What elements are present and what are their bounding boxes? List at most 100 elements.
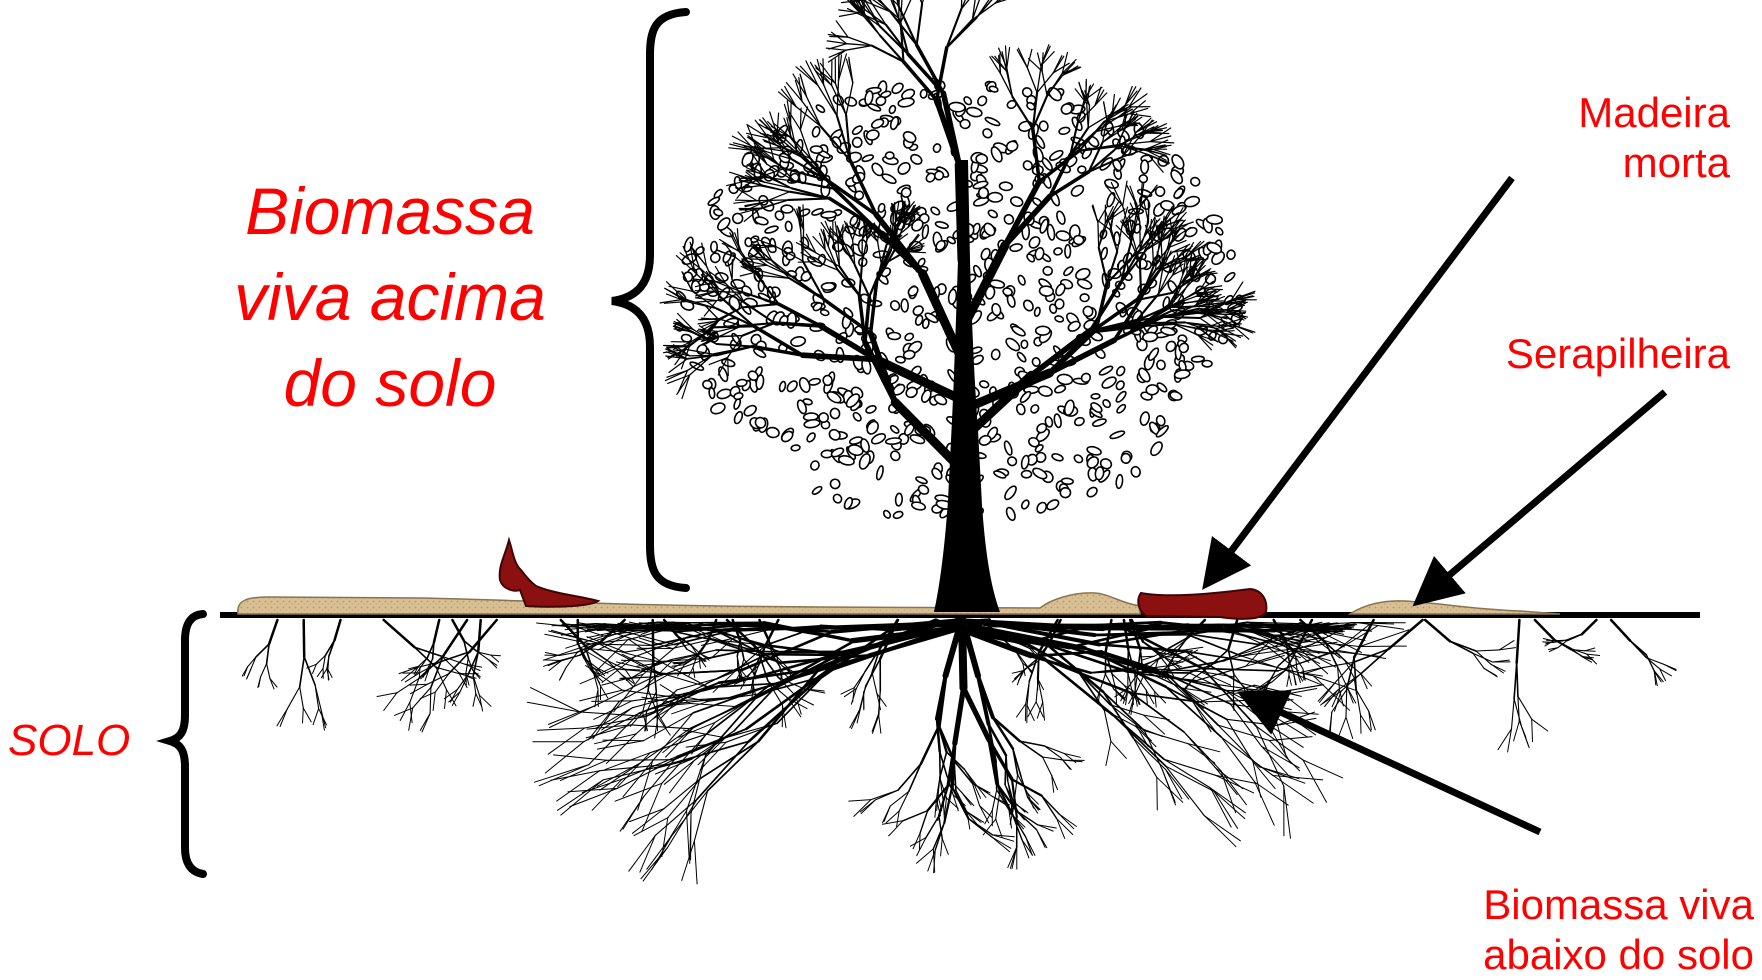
leaf-mark bbox=[791, 445, 800, 452]
leaf-mark bbox=[851, 124, 863, 135]
root-mark bbox=[1137, 650, 1140, 674]
root-mark bbox=[1057, 819, 1065, 839]
leaf-mark bbox=[885, 152, 894, 159]
leaf-mark bbox=[711, 241, 718, 252]
leaf-mark bbox=[821, 283, 835, 291]
leaf-mark bbox=[897, 97, 914, 108]
root-mark bbox=[430, 687, 431, 713]
root-mark bbox=[967, 812, 984, 823]
leaf-mark bbox=[1034, 307, 1041, 317]
root-mark bbox=[1157, 777, 1183, 802]
leaf-mark bbox=[1037, 385, 1053, 398]
leaf-mark bbox=[976, 95, 988, 108]
branch-mark bbox=[830, 37, 848, 38]
root-mark bbox=[411, 684, 428, 694]
root-mark bbox=[1582, 620, 1597, 634]
root-mark bbox=[668, 799, 698, 848]
leaf-mark bbox=[888, 105, 896, 114]
branch-mark bbox=[947, 20, 973, 48]
leaf-mark bbox=[1155, 186, 1165, 196]
leaf-mark bbox=[966, 106, 983, 118]
root-mark bbox=[1042, 796, 1057, 819]
branch-mark bbox=[872, 46, 904, 62]
leaf-mark bbox=[808, 378, 820, 386]
root-mark bbox=[1214, 791, 1238, 828]
root-mark bbox=[377, 693, 397, 697]
root-mark bbox=[849, 800, 871, 802]
dead-wood-label: Madeira morta bbox=[1470, 88, 1730, 188]
branch-mark bbox=[842, 227, 843, 245]
root-mark bbox=[384, 693, 397, 711]
leaf-mark bbox=[781, 205, 793, 213]
leaf-mark bbox=[785, 379, 799, 393]
leaf-mark bbox=[852, 411, 863, 422]
soil-label: SOLO bbox=[8, 716, 130, 766]
leaf-mark bbox=[1130, 466, 1141, 478]
root-mark bbox=[1111, 741, 1127, 758]
leaf-mark bbox=[875, 465, 884, 480]
branch-mark bbox=[757, 200, 789, 201]
leaf-mark bbox=[809, 460, 820, 472]
root-mark bbox=[1346, 717, 1353, 738]
branch-mark bbox=[1196, 296, 1217, 297]
leaf-mark bbox=[832, 493, 844, 505]
root-mark bbox=[539, 765, 589, 786]
root-mark bbox=[872, 715, 879, 732]
root-mark bbox=[640, 729, 690, 763]
leaf-mark bbox=[963, 95, 973, 105]
leaf-mark bbox=[1143, 332, 1158, 342]
branch-mark bbox=[696, 301, 717, 303]
below-ground-biomass-label: Biomassa viva abaixo do solo bbox=[1390, 880, 1754, 980]
below-ground-arrow bbox=[1246, 696, 1540, 832]
root-mark bbox=[1005, 755, 1006, 784]
branch-mark bbox=[690, 355, 717, 356]
leaf-mark bbox=[895, 493, 902, 506]
leaf-mark bbox=[810, 146, 822, 154]
root-mark bbox=[1287, 675, 1289, 687]
branch-mark bbox=[762, 148, 783, 149]
leaf-mark bbox=[893, 510, 904, 519]
root-mark bbox=[856, 672, 865, 689]
leaf-mark bbox=[823, 375, 833, 386]
branch-mark bbox=[728, 357, 729, 375]
root-mark bbox=[560, 655, 580, 660]
leaf-mark bbox=[1058, 126, 1070, 135]
root-mark bbox=[270, 678, 277, 687]
leaf-mark bbox=[766, 426, 780, 438]
leaf-mark bbox=[1021, 340, 1028, 348]
root-mark bbox=[491, 655, 499, 662]
leaf-mark bbox=[885, 437, 901, 445]
root-mark bbox=[1045, 746, 1065, 754]
root-mark bbox=[992, 790, 996, 811]
leaf-mark bbox=[1115, 390, 1128, 403]
branch-mark bbox=[836, 21, 848, 37]
root-mark bbox=[473, 694, 476, 707]
fallen-log bbox=[1138, 589, 1266, 619]
leaf-mark bbox=[785, 221, 793, 232]
leaf-mark bbox=[1051, 453, 1064, 463]
leaf-mark bbox=[1016, 351, 1027, 363]
leaf-mark bbox=[987, 209, 998, 219]
branch-mark bbox=[1123, 181, 1127, 206]
root-mark bbox=[952, 787, 969, 819]
branch-mark bbox=[798, 262, 816, 263]
leaf-mark bbox=[1226, 250, 1236, 260]
root-mark bbox=[860, 800, 875, 812]
leaf-mark bbox=[999, 182, 1012, 191]
leaf-mark bbox=[1137, 188, 1152, 198]
leaf-mark bbox=[1141, 160, 1149, 174]
branch-mark bbox=[1007, 71, 1013, 97]
root-mark bbox=[668, 778, 702, 818]
leaf-mark bbox=[976, 154, 988, 164]
root-mark bbox=[1450, 641, 1476, 651]
above-ground-label-line: do solo bbox=[200, 340, 580, 426]
branch-mark bbox=[829, 44, 847, 49]
root-mark bbox=[436, 667, 459, 673]
root-mark bbox=[1015, 775, 1018, 796]
root-mark bbox=[1566, 634, 1581, 640]
root-mark bbox=[1222, 737, 1255, 782]
leaf-mark bbox=[1073, 453, 1084, 464]
leaf-mark bbox=[1019, 390, 1032, 404]
leaf-mark bbox=[709, 401, 726, 416]
root-mark bbox=[673, 662, 685, 663]
